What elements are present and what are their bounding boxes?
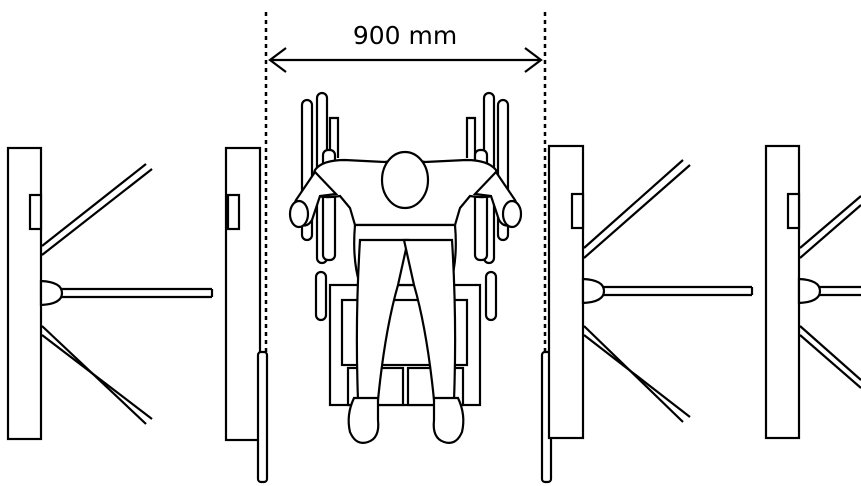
- person-head: [380, 150, 430, 210]
- hand-left: [288, 199, 310, 229]
- turnstile-post: [6, 146, 43, 441]
- turnstile-arm: [799, 195, 861, 249]
- turnstile-arm: [799, 325, 861, 381]
- turnstile-hub: [28, 193, 43, 231]
- person-foot-right: [432, 396, 465, 444]
- turnstile-far-right: [764, 144, 861, 440]
- dimension-arrowhead-right: [524, 47, 543, 73]
- width-dimension: 900 mm: [264, 12, 547, 352]
- wheelchair-user: [288, 91, 523, 444]
- caster-right: [484, 270, 498, 322]
- turnstile-center-right: [540, 144, 754, 484]
- hand-right: [501, 199, 523, 229]
- caster-left: [314, 270, 328, 322]
- turnstile-arm: [41, 163, 147, 247]
- turnstile-hub: [570, 192, 585, 230]
- turnstile-arm: [583, 159, 684, 249]
- turnstile-post: [547, 144, 585, 440]
- turnstile-hub: [786, 192, 801, 230]
- turnstile-rotor: [581, 277, 606, 305]
- barrier-gate: [256, 350, 269, 484]
- barrier-panel-left: [224, 146, 269, 484]
- turnstile-left: [6, 146, 214, 441]
- turnstile-rotor: [797, 277, 822, 305]
- barrier-post: [224, 146, 262, 442]
- turnstile-rotor: [39, 279, 64, 307]
- dimension-arrowhead-left: [268, 47, 287, 73]
- person-foot-left: [347, 396, 380, 444]
- dimension-label: 900 mm: [353, 21, 457, 50]
- turnstile-post: [764, 144, 801, 440]
- person: [288, 150, 523, 444]
